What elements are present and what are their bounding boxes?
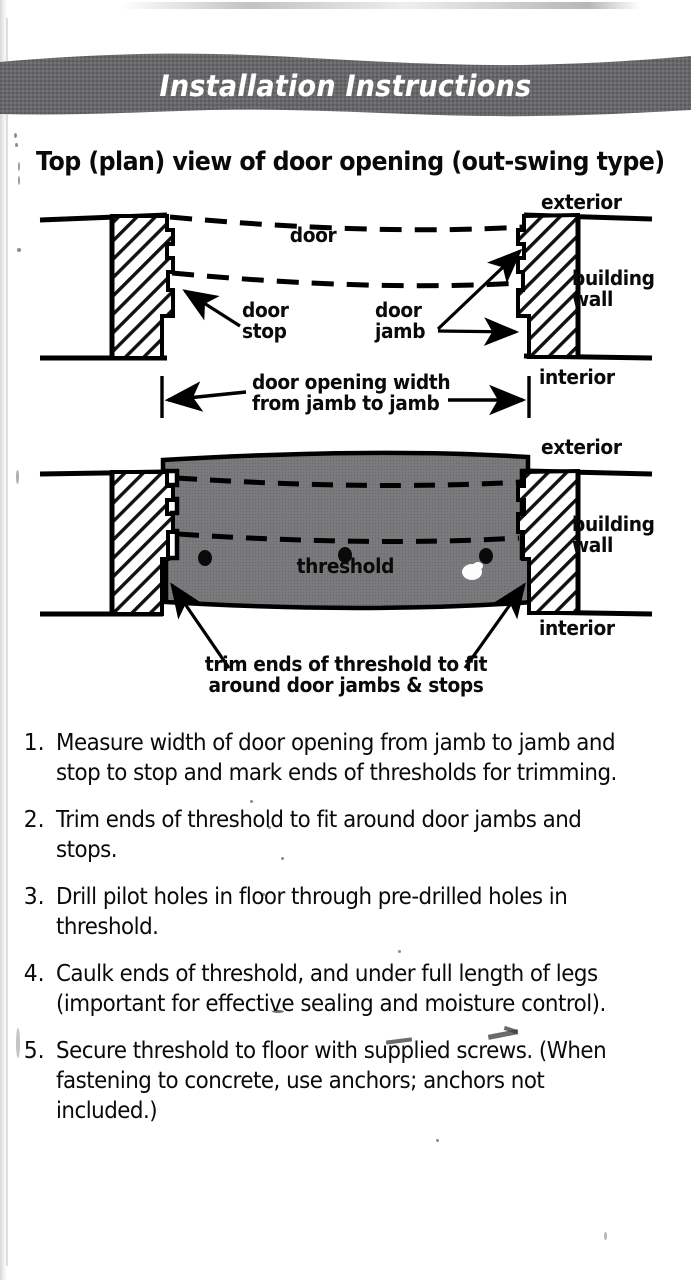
instruction-step: 4. Caulk ends of threshold, and under fu… xyxy=(0,959,691,1019)
scan-speck xyxy=(262,893,265,896)
label-interior-top: interior xyxy=(539,365,615,389)
label-door-jamb: door jamb xyxy=(375,298,426,343)
scan-blemish xyxy=(473,562,483,570)
scan-speck xyxy=(17,248,21,252)
dimension-label-line2: from jamb to jamb xyxy=(252,391,440,415)
instruction-step: 3. Drill pilot holes in floor through pr… xyxy=(0,882,691,942)
label-door-stop-line2: stop xyxy=(242,319,287,343)
scan-speck xyxy=(18,162,20,171)
label-building-wall-bottom-line2: wall xyxy=(572,533,614,557)
page-title: Top (plan) view of door opening (out-swi… xyxy=(36,147,665,177)
label-exterior-top: exterior xyxy=(541,190,622,214)
scan-speck xyxy=(272,1010,284,1013)
scan-speck xyxy=(14,133,17,138)
header-banner xyxy=(0,52,691,120)
label-building-wall-bottom-line1: building xyxy=(572,512,655,536)
label-building-wall-bottom: building wall xyxy=(572,514,655,556)
step-text: Trim ends of threshold to fit around doo… xyxy=(56,807,582,863)
pilot-hole xyxy=(479,548,493,564)
label-door-jamb-line2: jamb xyxy=(375,319,426,343)
scan-speck xyxy=(18,176,20,185)
scan-speck xyxy=(604,1232,607,1240)
step-number: 1. xyxy=(23,730,45,756)
step-number: 5. xyxy=(23,1038,45,1064)
scan-speck xyxy=(16,1028,20,1058)
scan-speck xyxy=(398,950,401,953)
label-building-wall-top-line1: building xyxy=(572,266,655,290)
step-text: Drill pilot holes in floor through pre-d… xyxy=(56,884,568,940)
step-text: Caulk ends of threshold, and under full … xyxy=(56,961,606,1017)
scan-speck xyxy=(250,800,253,803)
label-building-wall-top-line2: wall xyxy=(572,287,614,311)
label-door-stop-line1: door xyxy=(242,298,289,322)
label-building-wall-top: building wall xyxy=(572,268,655,310)
scan-speck xyxy=(16,470,19,484)
scan-speck xyxy=(281,857,284,860)
scan-edge-artifact-inner xyxy=(6,18,8,1266)
dimension-label-line1: door opening width xyxy=(252,370,451,394)
step-text: Secure threshold to floor with supplied … xyxy=(56,1038,607,1124)
label-exterior-bottom: exterior xyxy=(541,435,622,459)
instruction-step: 5. Secure threshold to floor with suppli… xyxy=(0,1036,691,1126)
threshold-caption-line2: around door jambs & stops xyxy=(208,673,484,697)
instruction-steps-list: 1. Measure width of door opening from ja… xyxy=(0,728,691,1143)
threshold-caption-line1: trim ends of threshold to fit xyxy=(204,652,488,676)
scan-edge-artifact xyxy=(0,0,7,1280)
scan-speck xyxy=(436,1139,439,1142)
step-number: 2. xyxy=(23,807,45,833)
pilot-hole xyxy=(198,550,212,566)
step-number: 3. xyxy=(23,884,45,910)
dimension-label: door opening width from jamb to jamb xyxy=(252,372,451,415)
pilot-hole xyxy=(338,547,352,563)
label-door: door xyxy=(289,223,337,247)
label-interior-bottom: interior xyxy=(539,616,615,640)
step-text: Measure width of door opening from jamb … xyxy=(56,730,617,786)
diagram-top-plan-view xyxy=(39,212,653,418)
scan-speck xyxy=(15,143,18,147)
label-door-stop: door stop xyxy=(242,300,289,342)
instruction-step: 1. Measure width of door opening from ja… xyxy=(0,728,691,788)
threshold-caption: trim ends of threshold to fit around doo… xyxy=(197,654,495,696)
label-door-jamb-line1: door xyxy=(375,298,422,322)
scan-speck xyxy=(268,826,271,829)
instruction-step: 2. Trim ends of threshold to fit around … xyxy=(0,805,691,865)
scan-top-smudge xyxy=(120,2,640,9)
label-threshold: threshold xyxy=(296,554,395,578)
step-number: 4. xyxy=(23,961,45,987)
diagram-threshold-installed xyxy=(39,450,653,669)
